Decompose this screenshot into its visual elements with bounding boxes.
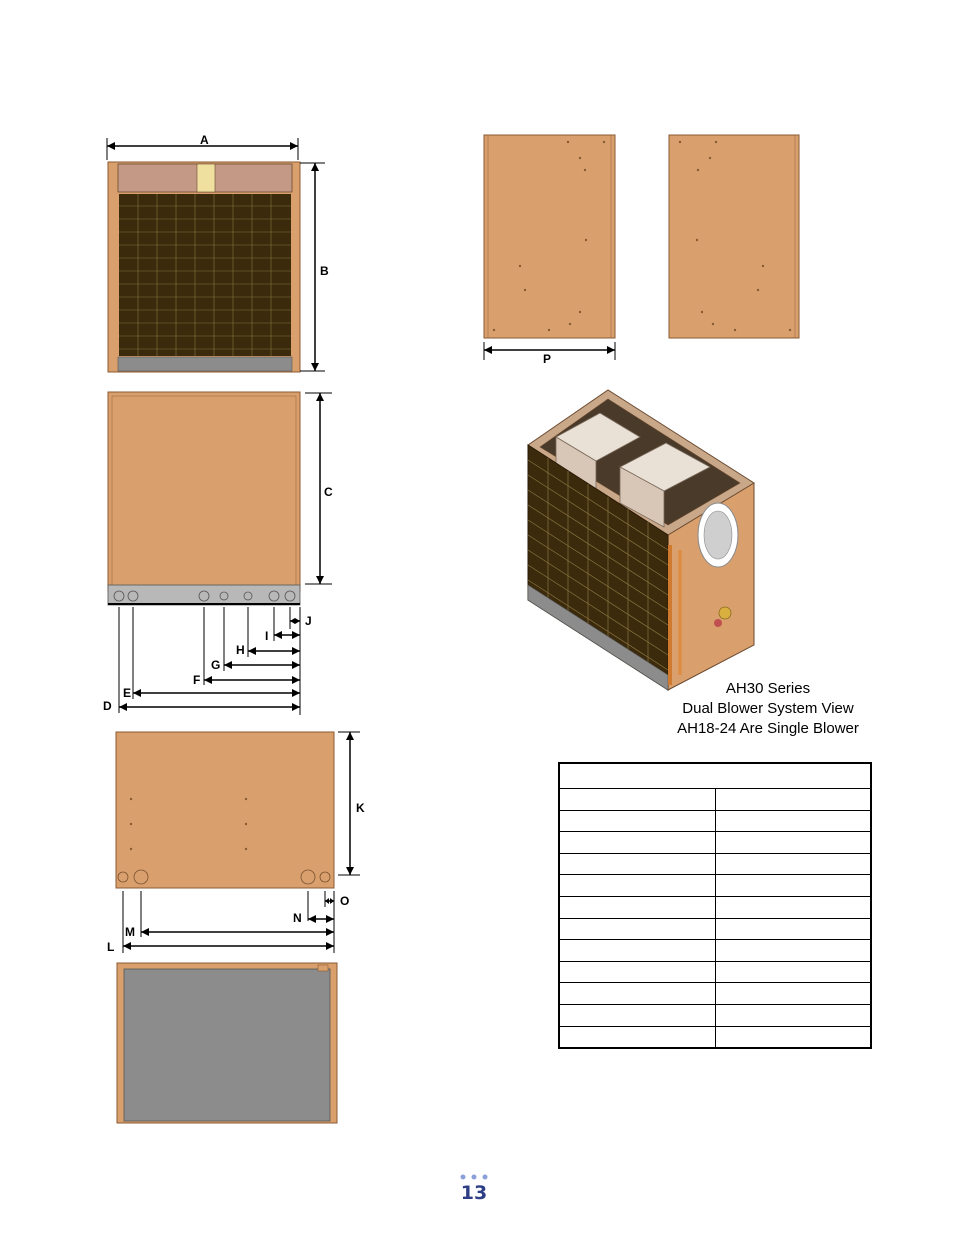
caption-line-3: AH18-24 Are Single Blower: [677, 720, 859, 737]
table-row: [558, 874, 872, 897]
table-header-row: [558, 762, 872, 789]
table-row: [558, 982, 872, 1005]
table-cell: [558, 939, 716, 962]
dim-label-e: E: [123, 686, 132, 700]
table-cell: [714, 895, 872, 919]
page-dots-ornament: [460, 1174, 488, 1180]
table-cell: [714, 874, 872, 897]
dim-label-b: B: [320, 264, 329, 278]
caption-line-2: Dual Blower System View: [682, 700, 854, 717]
table-cell: [558, 852, 716, 876]
dim-label-k: K: [356, 801, 365, 815]
table-row: [558, 1003, 872, 1027]
dim-label-l: L: [107, 940, 115, 954]
table-cell: [714, 1003, 872, 1027]
dimension-table: [558, 762, 872, 1050]
table-cell: [714, 809, 872, 833]
dim-label-a: A: [200, 133, 209, 147]
figure-caption: AH30 Series Dual Blower System View AH18…: [660, 679, 876, 739]
dim-label-j: J: [305, 614, 312, 628]
side-panels-drawing: [483, 134, 800, 360]
table-cell: [714, 852, 872, 876]
dim-label-i: I: [265, 629, 269, 643]
isometric-blower-drawing: [527, 389, 755, 691]
table-row: [558, 939, 872, 962]
rear-view-drawing: [115, 731, 360, 953]
table-cell: [558, 874, 716, 897]
table-cell: [558, 788, 716, 811]
table-cell: [714, 960, 872, 984]
dim-label-m: M: [125, 925, 135, 939]
table-cell: [714, 788, 872, 811]
table-cell: [714, 939, 872, 962]
table-row: [558, 831, 872, 854]
table-cell: [558, 895, 716, 919]
table-cell: [714, 831, 872, 854]
table-row: [558, 1025, 872, 1049]
table-header-cell: [558, 762, 872, 789]
table-cell: [558, 809, 716, 833]
dim-label-g: G: [211, 658, 221, 672]
dim-label-p: P: [543, 352, 552, 366]
table-cell: [714, 982, 872, 1005]
dim-label-c: C: [324, 485, 333, 499]
bottom-view-drawing: [116, 962, 338, 1124]
page-number: 13: [460, 1182, 488, 1204]
dim-label-o: O: [340, 894, 350, 908]
table-row: [558, 809, 872, 833]
side-view-drawing: [107, 391, 332, 715]
front-view-drawing: [106, 138, 325, 373]
dim-label-n: N: [293, 911, 302, 925]
dim-label-f: F: [193, 673, 201, 687]
table-cell: [714, 1025, 872, 1049]
table-cell: [558, 982, 716, 1005]
caption-line-1: AH30 Series: [725, 680, 811, 697]
dim-label-d: D: [103, 699, 112, 713]
table-cell: [558, 960, 716, 984]
table-cell: [558, 917, 716, 941]
table-cell: [714, 917, 872, 941]
table-cell: [558, 1025, 716, 1049]
table-row: [558, 895, 872, 919]
table-row: [558, 917, 872, 941]
table-cell: [558, 1003, 716, 1027]
dim-label-h: H: [236, 643, 245, 657]
table-row: [558, 788, 872, 811]
table-row: [558, 960, 872, 984]
table-cell: [558, 831, 716, 854]
table-row: [558, 852, 872, 876]
